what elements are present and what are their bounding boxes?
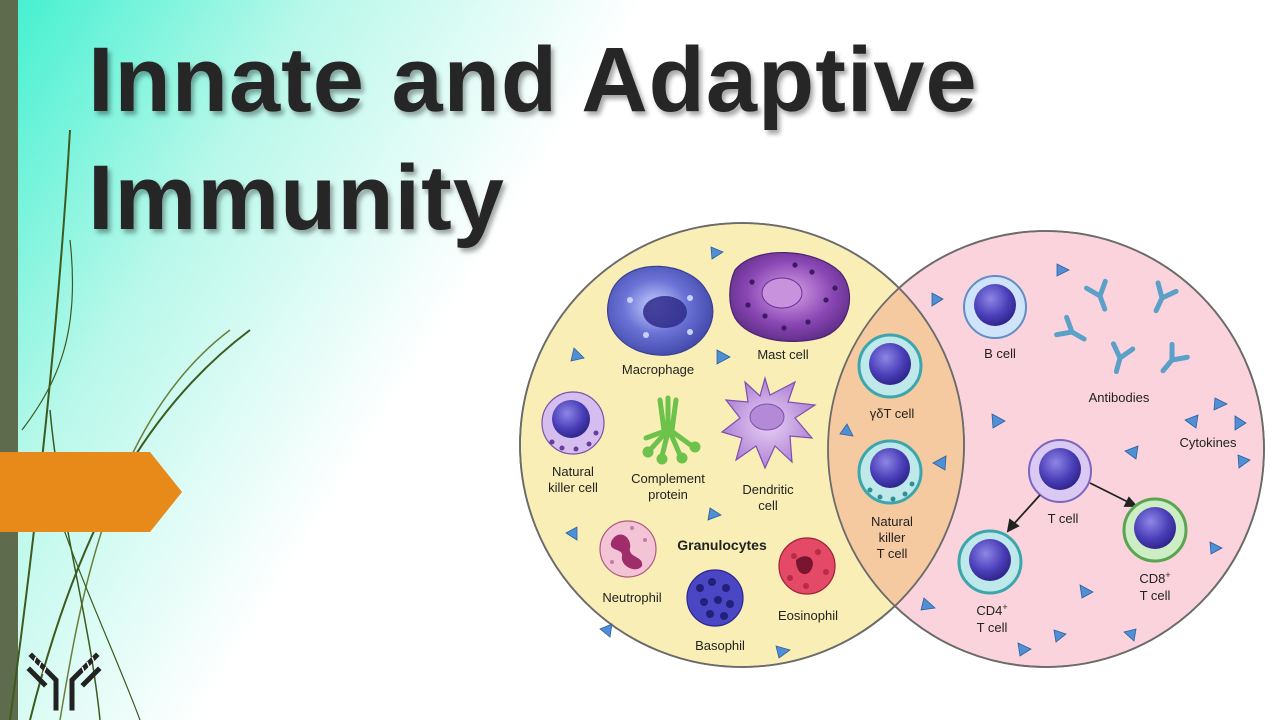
natural-killer-cell-label-1: Natural: [552, 464, 594, 479]
natural-killer-t-cell-label-1: Natural: [871, 514, 913, 529]
cd8-t-cell-icon: [1122, 497, 1188, 563]
cd8-label-sup: +: [1165, 570, 1170, 580]
antibodies-label: Antibodies: [1089, 390, 1150, 405]
eosinophil-cell-icon: [778, 537, 836, 595]
b-cell-icon: [963, 275, 1027, 339]
dendritic-cell-icon: [720, 375, 817, 470]
gamma-delta-t-cell-icon: [857, 333, 923, 399]
cd8-t-cell-label-2: T cell: [1140, 588, 1171, 603]
cd8-label-main: CD8: [1139, 571, 1165, 586]
mast-cell-label: Mast cell: [757, 347, 808, 362]
t-cell-icon: [1028, 439, 1092, 503]
cd4-t-cell-icon: [957, 529, 1023, 595]
macrophage-label: Macrophage: [622, 362, 694, 377]
complement-protein-label-1: Complement: [631, 471, 705, 486]
natural-killer-t-cell-label-3: T cell: [877, 546, 908, 561]
cd8-t-cell-label-1: CD8+: [1139, 570, 1170, 586]
cd4-t-cell-label-1: CD4+: [976, 602, 1007, 618]
macrophage-cell-icon: [607, 265, 714, 356]
slide-title-line-2: Immunity: [88, 147, 505, 249]
t-cell-label: T cell: [1048, 511, 1079, 526]
complement-protein-icon: [642, 395, 701, 465]
cd4-label-main: CD4: [976, 603, 1002, 618]
cd4-label-sup: +: [1002, 602, 1007, 612]
natural-killer-t-cell-label-2: killer: [879, 530, 906, 545]
basophil-cell-icon: [686, 569, 744, 627]
mast-cell-icon: [729, 252, 850, 342]
dendritic-cell-label-1: Dendritic: [742, 482, 794, 497]
neutrophil-cell-icon: [599, 520, 657, 578]
antibody-icon: [26, 652, 102, 711]
cytokines-label: Cytokines: [1179, 435, 1237, 450]
cd4-t-cell-label-2: T cell: [977, 620, 1008, 635]
antibodies-icon: [1054, 278, 1190, 375]
cytokine-triangles: [565, 246, 1251, 659]
differentiation-arrows: [1006, 482, 1138, 533]
natural-killer-cell-label-2: killer cell: [548, 480, 598, 495]
neutrophil-label: Neutrophil: [602, 590, 661, 605]
natural-killer-cell-icon: [541, 391, 605, 455]
complement-protein-label-2: protein: [648, 487, 688, 502]
slide-title-line-1: Innate and Adaptive: [88, 29, 978, 131]
natural-killer-t-cell-icon: [857, 439, 923, 505]
orange-tab-arrow: [0, 452, 182, 532]
granulocytes-label: Granulocytes: [677, 537, 767, 553]
left-sidebar-strip: [0, 0, 18, 720]
b-cell-label: B cell: [984, 346, 1016, 361]
gamma-delta-t-cell-label: γδT cell: [870, 406, 915, 421]
dendritic-cell-label-2: cell: [758, 498, 778, 513]
basophil-label: Basophil: [695, 638, 745, 653]
eosinophil-label: Eosinophil: [778, 608, 838, 623]
